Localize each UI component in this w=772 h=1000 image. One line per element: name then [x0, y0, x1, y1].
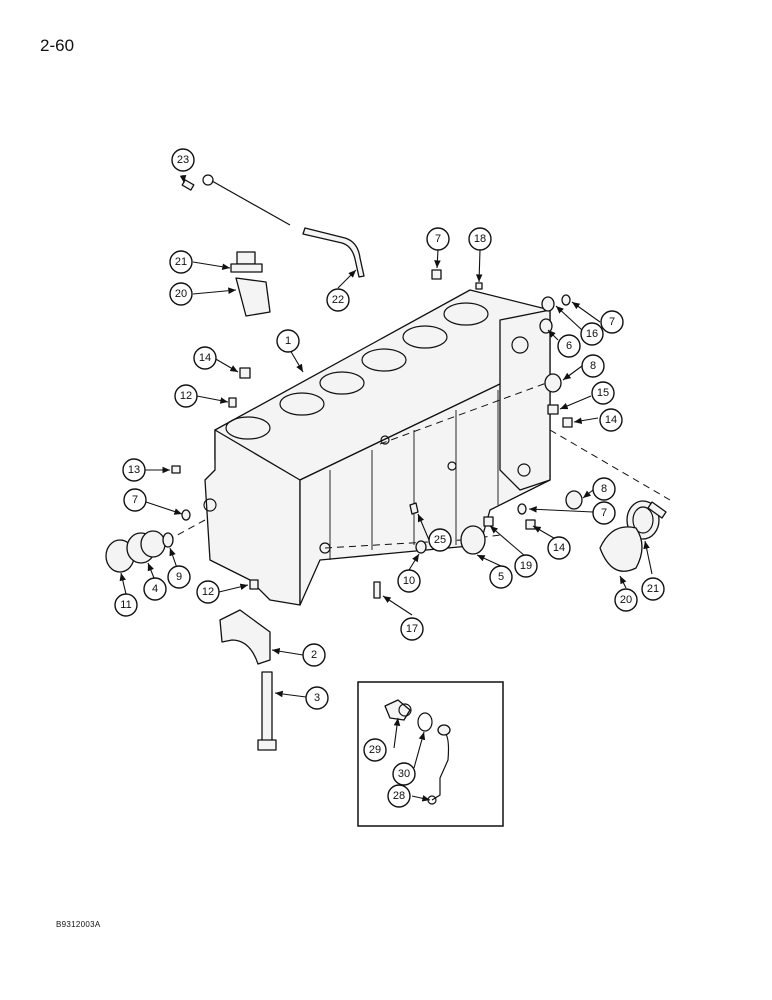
front-plug-parts — [105, 509, 191, 573]
svg-text:13: 13 — [128, 464, 140, 476]
callout-29: 29 — [363, 738, 387, 762]
svg-text:14: 14 — [553, 542, 565, 554]
svg-text:28: 28 — [393, 790, 405, 802]
rear-plugs — [171, 269, 583, 599]
oil-filler-breather — [230, 251, 271, 317]
svg-text:22: 22 — [332, 294, 344, 306]
svg-text:23: 23 — [177, 154, 189, 166]
callout-23: 21 — [169, 250, 193, 274]
svg-text:1: 1 — [285, 335, 291, 347]
main-bearing-cap — [219, 609, 271, 665]
svg-text:20: 20 — [620, 594, 632, 606]
dipstick-tube — [302, 227, 365, 278]
callout-14: 14 — [547, 536, 571, 560]
callout-19: 19 — [514, 554, 538, 578]
callout-27: 25 — [428, 528, 452, 552]
svg-text:12: 12 — [202, 586, 214, 598]
svg-text:16: 16 — [586, 328, 598, 340]
callout-20: 20 — [614, 588, 638, 612]
callout-1: 1 — [276, 329, 300, 353]
callout-7: 7 — [600, 310, 624, 334]
svg-text:7: 7 — [609, 316, 615, 328]
main-bearing-bolt — [257, 671, 277, 751]
centerline — [379, 377, 561, 445]
callout-22: 20 — [169, 282, 193, 306]
svg-text:25: 25 — [434, 534, 446, 546]
svg-text:10: 10 — [403, 575, 415, 587]
svg-text:19: 19 — [520, 560, 532, 572]
callout-8: 8 — [592, 477, 616, 501]
callout-6: 6 — [557, 334, 581, 358]
svg-text:21: 21 — [647, 583, 659, 595]
svg-text:7: 7 — [132, 494, 138, 506]
callout-13: 13 — [122, 458, 146, 482]
page-number: 2-60 — [40, 36, 75, 55]
svg-text:5: 5 — [498, 571, 504, 583]
callout-9: 9 — [167, 565, 191, 589]
callout-25: 22 — [326, 288, 350, 312]
callout-14: 14 — [599, 408, 623, 432]
svg-text:7: 7 — [435, 233, 441, 245]
callout-11: 11 — [114, 593, 138, 617]
callout-12: 12 — [196, 580, 220, 604]
callout-4: 4 — [143, 577, 167, 601]
callout-28: 28 — [387, 784, 411, 808]
svg-text:3: 3 — [314, 692, 320, 704]
callout-7: 7 — [592, 501, 616, 525]
callout-3: 3 — [305, 686, 329, 710]
callout-21: 21 — [641, 577, 665, 601]
callout-5: 5 — [489, 565, 513, 589]
callout-15: 15 — [591, 381, 615, 405]
callout-2: 2 — [302, 643, 326, 667]
dipstick — [181, 174, 291, 226]
svg-text:2: 2 — [311, 649, 317, 661]
callout-14: 14 — [193, 346, 217, 370]
svg-text:6: 6 — [566, 340, 572, 352]
callout-30: 30 — [392, 762, 416, 786]
svg-text:18: 18 — [474, 233, 486, 245]
svg-text:8: 8 — [590, 360, 596, 372]
svg-text:14: 14 — [605, 414, 617, 426]
figure-code: B9312003A — [56, 920, 101, 929]
svg-text:12: 12 — [180, 390, 192, 402]
cylinder-block — [203, 289, 551, 606]
svg-text:8: 8 — [601, 483, 607, 495]
callout-17: 17 — [400, 617, 424, 641]
callout-10: 10 — [397, 569, 421, 593]
callout-16: 16 — [580, 322, 604, 346]
callout-12: 12 — [174, 384, 198, 408]
svg-text:21: 21 — [175, 256, 187, 268]
callout-7: 7 — [123, 488, 147, 512]
callout-7: 7 — [426, 227, 450, 251]
svg-text:17: 17 — [406, 623, 418, 635]
hose-clamp-and-cap — [599, 500, 667, 572]
callout-18: 18 — [468, 227, 492, 251]
svg-text:20: 20 — [175, 288, 187, 300]
svg-text:29: 29 — [369, 744, 381, 756]
svg-text:4: 4 — [152, 583, 158, 595]
svg-text:7: 7 — [601, 507, 607, 519]
centerline — [171, 519, 206, 539]
callout-8: 8 — [581, 354, 605, 378]
svg-text:9: 9 — [176, 571, 182, 583]
svg-text:14: 14 — [199, 352, 211, 364]
svg-text:11: 11 — [120, 599, 131, 611]
callout-26: 23 — [171, 148, 195, 172]
svg-text:15: 15 — [597, 387, 609, 399]
svg-text:30: 30 — [398, 768, 410, 780]
